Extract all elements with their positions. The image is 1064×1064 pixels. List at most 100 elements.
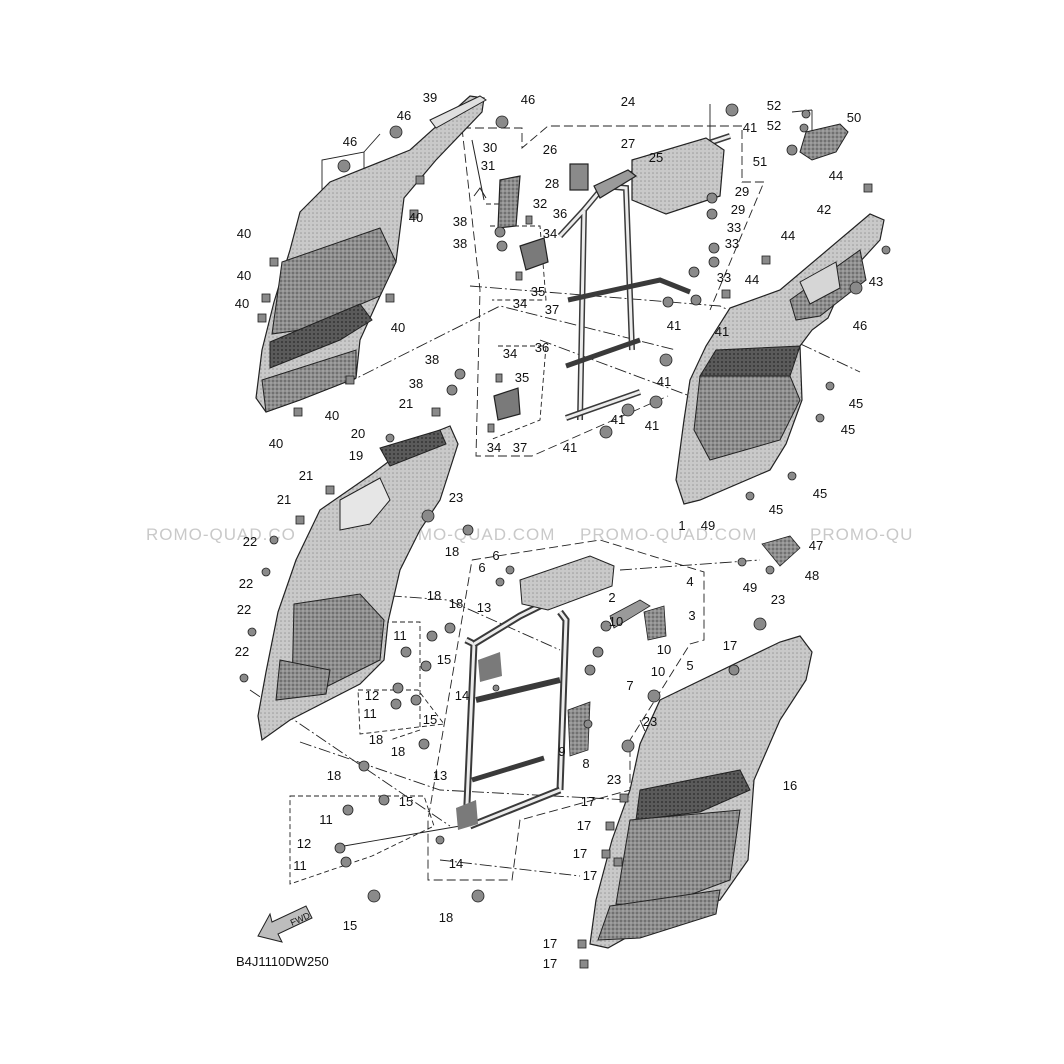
callout-14a: 14 [455, 688, 469, 703]
callout-18b: 18 [427, 588, 441, 603]
callout-47: 47 [809, 538, 823, 553]
callout-34b: 34 [513, 296, 527, 311]
callout-labels: 1 2 3 4 5 6 6 7 8 9 10 10 10 11 11 11 11… [235, 90, 883, 971]
callout-35a: 35 [531, 284, 545, 299]
callout-29a: 29 [735, 184, 749, 199]
upper-assembly-box [462, 125, 765, 311]
lower-left-door-panel [257, 425, 459, 742]
callout-25: 25 [649, 150, 663, 165]
callout-11a: 11 [393, 628, 407, 643]
callout-40c: 40 [237, 268, 251, 283]
callout-13b: 13 [433, 768, 447, 783]
callout-23d: 23 [607, 772, 621, 787]
callout-41c: 41 [715, 324, 729, 339]
callout-34a: 34 [543, 226, 557, 241]
callout-22a: 22 [243, 534, 257, 549]
callout-15a: 15 [437, 652, 451, 667]
callout-40e: 40 [391, 320, 405, 335]
callout-48: 48 [805, 568, 819, 583]
callout-37b: 37 [513, 440, 527, 455]
callout-44c: 44 [745, 272, 759, 287]
callout-23c: 23 [643, 714, 657, 729]
callout-17d: 17 [573, 846, 587, 861]
callout-12b: 12 [297, 836, 311, 851]
callout-41a: 41 [743, 120, 757, 135]
callout-27: 27 [621, 136, 635, 151]
callout-18a: 18 [445, 544, 459, 559]
callout-40d: 40 [235, 296, 249, 311]
callout-45a: 45 [849, 396, 863, 411]
callout-40g: 40 [269, 436, 283, 451]
callout-45b: 45 [841, 422, 855, 437]
callout-33a: 33 [727, 220, 741, 235]
callout-4: 4 [686, 574, 693, 589]
callout-36b: 36 [535, 340, 549, 355]
callout-22c: 22 [237, 602, 251, 617]
callout-51: 51 [753, 154, 767, 169]
callout-40b: 40 [237, 226, 251, 241]
callout-8: 8 [582, 756, 589, 771]
callout-40f: 40 [325, 408, 339, 423]
callout-41d: 41 [657, 374, 671, 389]
callout-9: 9 [558, 744, 565, 759]
callout-23b: 23 [771, 592, 785, 607]
callout-38d: 38 [409, 376, 423, 391]
lower-assembly-box [427, 539, 705, 881]
watermark-text-3: PROMO-QUAD.COM [580, 525, 757, 544]
forward-direction-arrow: FWD [257, 905, 313, 943]
callout-21c: 21 [277, 492, 291, 507]
callout-21b: 21 [299, 468, 313, 483]
callout-18f: 18 [327, 768, 341, 783]
callout-31: 31 [481, 158, 495, 173]
callout-44b: 44 [781, 228, 795, 243]
callout-26: 26 [543, 142, 557, 157]
callout-38c: 38 [425, 352, 439, 367]
callout-41f: 41 [645, 418, 659, 433]
callout-45c: 45 [813, 486, 827, 501]
callout-45d: 45 [769, 502, 783, 517]
callout-34c: 34 [503, 346, 517, 361]
diagram-code: B4J1110DW250 [236, 954, 329, 969]
watermark-text-1: ROMO-QUAD.CO [146, 525, 296, 544]
callout-29b: 29 [731, 202, 745, 217]
callout-15b: 15 [423, 712, 437, 727]
callout-11c: 11 [319, 812, 333, 827]
callout-34d: 34 [487, 440, 501, 455]
callout-38b: 38 [453, 236, 467, 251]
callout-10c: 10 [651, 664, 665, 679]
callout-41b: 41 [667, 318, 681, 333]
upper-door-frame [471, 133, 731, 421]
callout-10a: 10 [609, 614, 623, 629]
callout-42: 42 [817, 202, 831, 217]
callout-52a: 52 [767, 98, 781, 113]
small-fasteners [239, 103, 891, 969]
callout-7: 7 [626, 678, 633, 693]
callout-11b: 11 [363, 706, 377, 721]
callout-40a: 40 [409, 210, 423, 225]
callout-6b: 6 [478, 560, 485, 575]
callout-18e: 18 [391, 744, 405, 759]
callout-43: 43 [869, 274, 883, 289]
callout-28: 28 [545, 176, 559, 191]
callout-2: 2 [608, 590, 615, 605]
callout-23a: 23 [449, 490, 463, 505]
callout-41e: 41 [611, 412, 625, 427]
callout-20: 20 [351, 426, 365, 441]
callout-22d: 22 [235, 644, 249, 659]
lower-door-frame [456, 555, 667, 830]
callout-49a: 49 [701, 518, 715, 533]
callout-1: 1 [678, 518, 685, 533]
callout-17c: 17 [577, 818, 591, 833]
lower-right-door-panel [589, 635, 813, 949]
callout-5: 5 [686, 658, 693, 673]
callout-41g: 41 [563, 440, 577, 455]
callout-37a: 37 [545, 302, 559, 317]
callout-14b: 14 [449, 856, 463, 871]
callout-33b: 33 [725, 236, 739, 251]
callout-13a: 13 [477, 600, 491, 615]
callout-32: 32 [533, 196, 547, 211]
callout-16: 16 [783, 778, 797, 793]
callout-44a: 44 [829, 168, 843, 183]
callout-17g: 17 [543, 956, 557, 971]
